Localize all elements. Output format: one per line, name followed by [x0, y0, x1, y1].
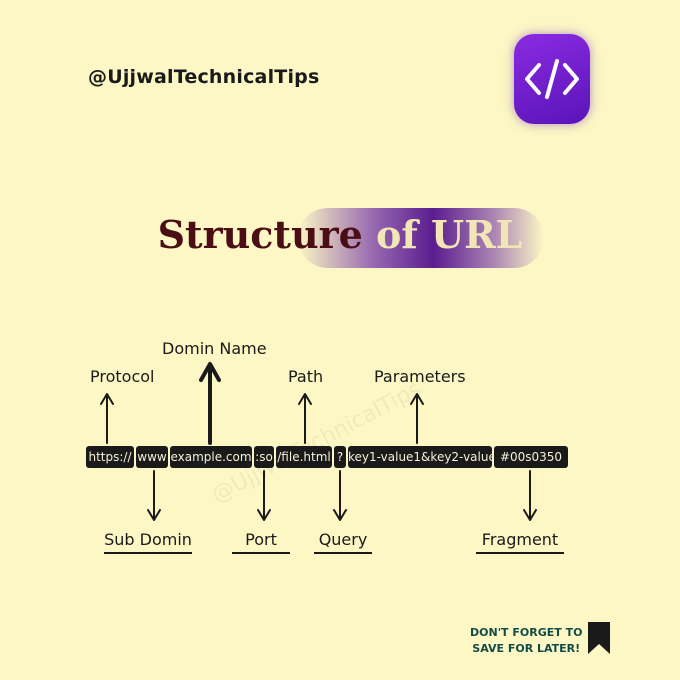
page-title: Structure of URL [0, 212, 680, 257]
code-logo-icon [514, 34, 590, 124]
url-segment-fragment: #00s0350 [494, 446, 568, 468]
label-fragment: Fragment [476, 530, 564, 554]
url-segment-port: :so [254, 446, 274, 468]
url-segment-path: /file.html [276, 446, 332, 468]
arrow-up-protocol [100, 393, 114, 444]
arrow-down-fragment [523, 470, 537, 521]
label-port: Port [232, 530, 290, 554]
arrow-down-query [333, 470, 347, 521]
arrow-up-parameters [410, 393, 424, 444]
bookmark-icon[interactable] [586, 620, 612, 656]
title-part-2: of URL [376, 212, 523, 257]
url-segment-query: ? [334, 446, 346, 468]
save-reminder: DON'T FORGET TO SAVE FOR LATER! [470, 625, 582, 657]
label-parameters: Parameters [374, 367, 466, 386]
label-protocol: Protocol [90, 367, 155, 386]
code-brackets-icon [525, 59, 579, 99]
label-query: Query [314, 530, 372, 554]
save-reminder-line-1: DON'T FORGET TO [470, 626, 583, 639]
arrow-up-path [298, 393, 312, 444]
title-highlight [298, 208, 544, 268]
url-segment-protocol: https:// [86, 446, 134, 468]
title-part-1: Structure [157, 212, 363, 257]
url-segment-params: key1-value1&key2-valuez [348, 446, 502, 468]
label-sub-domain: Sub Domin [104, 530, 192, 554]
author-handle: @UjjwalTechnicalTips [88, 66, 320, 88]
arrow-down-port [257, 470, 271, 521]
label-domain-name: Domin Name [162, 339, 267, 358]
url-segment-domain: example.com [170, 446, 252, 468]
save-reminder-line-2: SAVE FOR LATER! [472, 642, 581, 655]
label-path: Path [288, 367, 324, 386]
arrow-up-domain [199, 362, 221, 445]
url-segment-subdomain: www [136, 446, 168, 468]
arrow-down-subdomain [147, 470, 161, 521]
